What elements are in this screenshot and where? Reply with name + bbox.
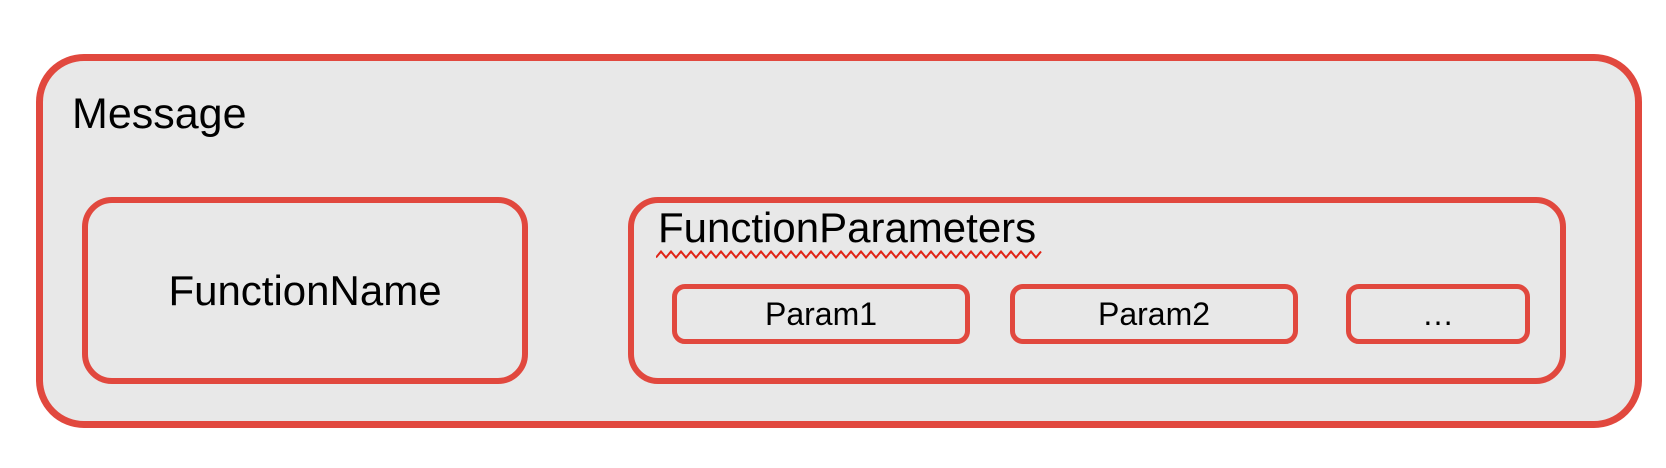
function-parameters-box: FunctionParameters Param1 Param2 … <box>628 197 1566 384</box>
param1-box: Param1 <box>672 284 970 344</box>
param2-box: Param2 <box>1010 284 1298 344</box>
param1-label: Param1 <box>764 296 878 332</box>
ellipsis-params-label: … <box>1422 296 1454 332</box>
param2-label: Param2 <box>1097 296 1211 332</box>
message-box: Message FunctionName FunctionParameters … <box>36 54 1642 428</box>
function-parameters-label: FunctionParameters <box>658 204 1037 251</box>
message-label: Message <box>72 90 247 138</box>
ellipsis-params-box: … <box>1346 284 1530 344</box>
spellcheck-squiggle-underline <box>656 250 1042 259</box>
function-name-box: FunctionName <box>82 197 528 384</box>
function-name-label: FunctionName <box>168 266 442 314</box>
